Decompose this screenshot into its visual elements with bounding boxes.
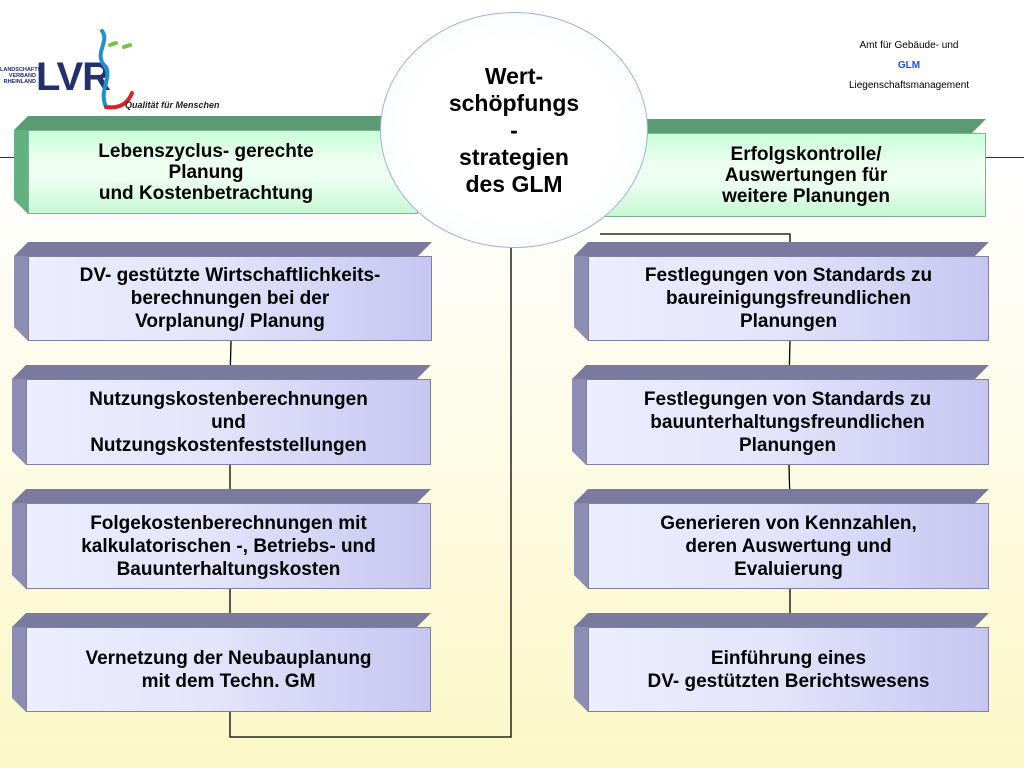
box-left-1-text: DV- gestützte Wirtschaftlichkeits- berec…: [28, 256, 432, 341]
box-lifecycle-planning: Lebenszyclus- gerechte Planung und Koste…: [14, 116, 418, 214]
box-right-2: Festlegungen von Standards zu bauunterha…: [572, 365, 989, 465]
box-performance-review-text: Erfolgskontrolle/ Auswertungen für weite…: [602, 133, 986, 217]
box-left-2-text: Nutzungskostenberechnungen und Nutzungsk…: [26, 379, 431, 465]
logo-tagline: Qualität für Menschen: [125, 100, 220, 110]
box-performance-review: Erfolgskontrolle/ Auswertungen für weite…: [588, 119, 986, 217]
box-right-2-text: Festlegungen von Standards zu bauunterha…: [586, 379, 989, 465]
lvr-logo: LANDSCHAFTS VERBAND RHEINLAND LVR Qualit…: [0, 25, 240, 115]
box-left-1: DV- gestützte Wirtschaftlichkeits- berec…: [14, 242, 432, 341]
header-line-1: Amt für Gebäude- und: [859, 40, 959, 51]
center-loop-line: [229, 245, 512, 738]
box-right-4-text: Einführung eines DV- gestützten Berichts…: [588, 627, 989, 712]
box-left-4: Vernetzung der Neubauplanung mit dem Tec…: [12, 613, 431, 712]
box-lifecycle-planning-text: Lebenszyclus- gerechte Planung und Koste…: [28, 130, 418, 214]
box-right-1-text: Festlegungen von Standards zu baureinigu…: [588, 256, 989, 341]
box-left-4-text: Vernetzung der Neubauplanung mit dem Tec…: [26, 627, 431, 712]
box-right-3-text: Generieren von Kennzahlen, deren Auswert…: [588, 503, 989, 589]
logo-wordmark: LVR: [36, 55, 111, 99]
box-right-3: Generieren von Kennzahlen, deren Auswert…: [574, 489, 989, 589]
box-right-1: Festlegungen von Standards zu baureinigu…: [574, 242, 989, 341]
header-glm: GLM: [897, 60, 921, 71]
box-right-4: Einführung eines DV- gestützten Berichts…: [574, 613, 989, 712]
divider-left: [0, 157, 18, 158]
divider-right: [985, 157, 1024, 158]
header-line-3: Liegenschaftsmanagement: [848, 80, 970, 91]
logo-side-text: LANDSCHAFTS VERBAND RHEINLAND: [0, 67, 42, 85]
box-left-2: Nutzungskostenberechnungen und Nutzungsk…: [12, 365, 431, 465]
center-value-strategies: Wert- schöpfungs - strategien des GLM: [380, 12, 648, 248]
box-left-3: Folgekostenberechnungen mit kalkulatoris…: [12, 489, 431, 589]
box-left-3-text: Folgekostenberechnungen mit kalkulatoris…: [26, 503, 431, 589]
department-header: Amt für Gebäude- und GLM Liegenschaftsma…: [834, 36, 984, 96]
river-swoosh-icon: [98, 29, 134, 110]
